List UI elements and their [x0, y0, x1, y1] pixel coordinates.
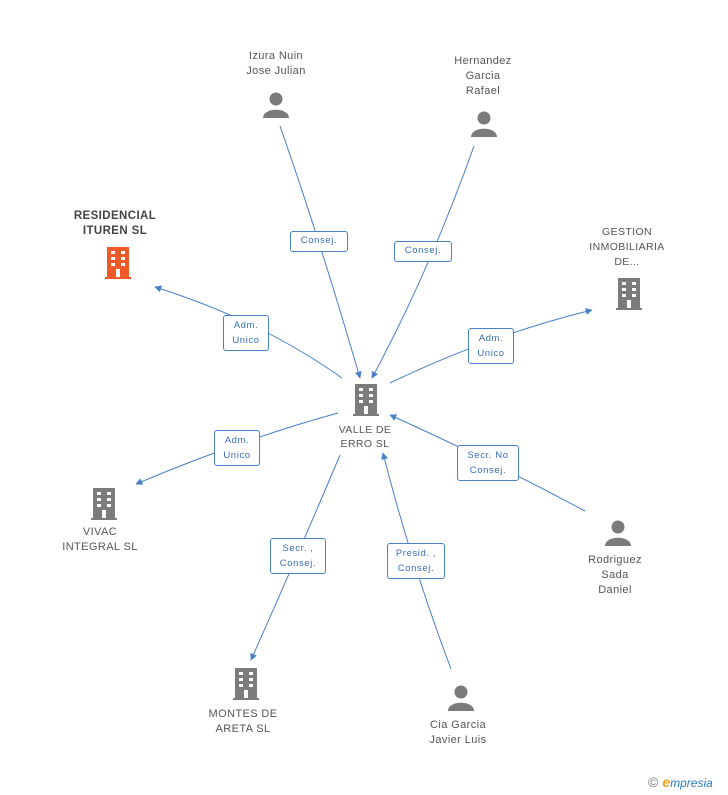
building-icon[interactable] — [616, 278, 642, 310]
edge-hernandez — [371, 145, 475, 379]
edge-label-vivac: Adm.Unico — [214, 430, 260, 466]
edge-label-hernandez: Consej. — [394, 241, 452, 262]
edge-izura — [279, 125, 362, 379]
person-icon[interactable] — [448, 685, 474, 712]
empresia-logo: ©empresia — [648, 774, 713, 790]
building-icon[interactable] — [353, 384, 379, 416]
edge-label-montes: Secr. ,Consej. — [270, 538, 326, 574]
edge-label-residencial: Adm.Unico — [223, 315, 269, 351]
edge-label-izura: Consej. — [290, 231, 348, 252]
building-icon[interactable] — [233, 668, 259, 700]
person-icon[interactable] — [263, 92, 289, 119]
person-icon[interactable] — [471, 111, 497, 138]
building-icon[interactable] — [105, 247, 131, 279]
edge-label-cia: Presid. ,Consej. — [387, 543, 445, 579]
building-icon[interactable] — [91, 488, 117, 520]
edge-label-gestion: Adm.Unico — [468, 328, 514, 364]
person-icon[interactable] — [605, 520, 631, 547]
